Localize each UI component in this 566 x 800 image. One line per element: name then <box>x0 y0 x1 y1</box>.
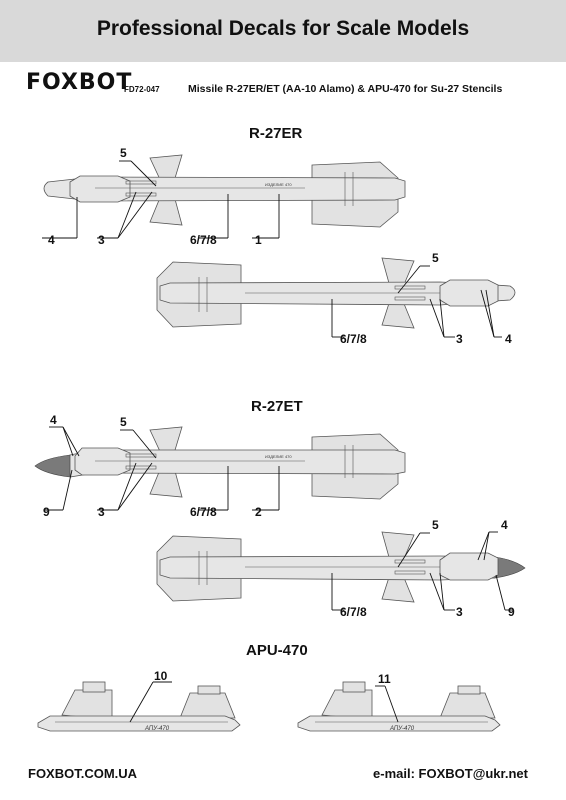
page-title: Professional Decals for Scale Models <box>96 17 470 40</box>
launcher-apu470-right: АПУ-470 <box>297 681 501 732</box>
callout-5: 5 <box>120 415 127 429</box>
callout-10: 10 <box>154 669 168 683</box>
section-title-r27et: R-27ET <box>251 398 303 415</box>
callout-5: 5 <box>432 518 439 532</box>
missile-r27et-bottom <box>156 531 526 603</box>
section-title-apu470: APU-470 <box>246 642 308 659</box>
callout-11: 11 <box>378 672 391 686</box>
launcher-apu470-left: АПУ-470 <box>37 681 241 732</box>
header-banner: Professional Decals for Scale Models <box>0 0 566 62</box>
missile-r27et-top: ИЗДЕЛИЕ 470 <box>34 426 406 500</box>
callout-4: 4 <box>501 518 508 532</box>
callout-5: 5 <box>120 146 127 160</box>
missile-r27er-top: ИЗДЕЛИЕ 470 <box>43 154 406 228</box>
product-subtitle: Missile R-27ER/ET (AA-10 Alamo) & APU-47… <box>188 83 503 95</box>
callout-6-7-8: 6/7/8 <box>340 605 367 619</box>
callout-6-7-8: 6/7/8 <box>340 332 367 346</box>
callout-3: 3 <box>456 332 463 346</box>
svg-text:ИЗДЕЛИЕ 470: ИЗДЕЛИЕ 470 <box>265 454 292 459</box>
brand-logo: FOXBOT <box>26 70 133 95</box>
callout-5: 5 <box>432 251 439 265</box>
apu-stencil-text: АПУ-470 <box>389 726 415 732</box>
footer-website[interactable]: FOXBOT.COM.UA <box>28 766 138 781</box>
section-title-r27er: R-27ER <box>249 125 303 142</box>
callout-6-7-8: 6/7/8 <box>190 505 217 519</box>
callout-9: 9 <box>508 605 515 619</box>
footer-email[interactable]: e-mail: FOXBOT@ukr.net <box>373 766 528 781</box>
callout-1: 1 <box>255 233 262 247</box>
apu-stencil-text: АПУ-470 <box>144 726 170 732</box>
callout-3: 3 <box>98 505 105 519</box>
callout-4: 4 <box>505 332 512 346</box>
svg-text:ИЗДЕЛИЕ 470: ИЗДЕЛИЕ 470 <box>265 182 292 187</box>
callout-4: 4 <box>48 233 55 247</box>
product-code: FD72-047 <box>124 85 160 94</box>
callout-4: 4 <box>50 413 57 427</box>
callout-2: 2 <box>255 505 262 519</box>
callout-6-7-8: 6/7/8 <box>190 233 217 247</box>
callout-9: 9 <box>43 505 50 519</box>
callout-3: 3 <box>98 233 105 247</box>
missile-r27er-bottom <box>156 257 516 329</box>
callout-3: 3 <box>456 605 463 619</box>
